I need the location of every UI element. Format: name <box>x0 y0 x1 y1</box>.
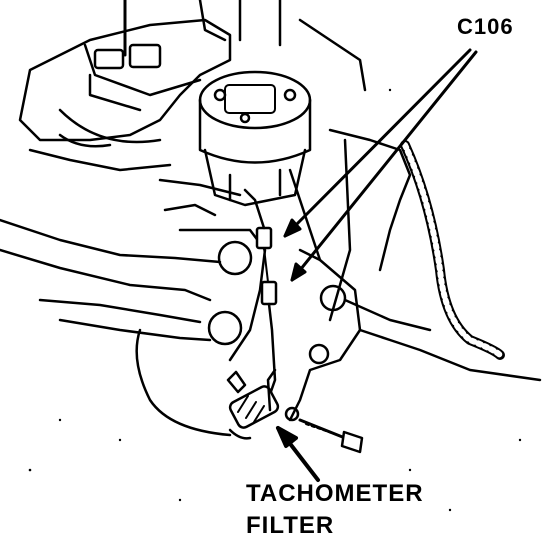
tachometer-leader-arrow <box>276 426 320 482</box>
tachometer-label: TACHOMETER <box>246 480 424 507</box>
tachometer-filter-drawing <box>226 368 364 454</box>
c106-leader-arrows <box>283 48 478 282</box>
c106-label: C106 <box>457 14 514 39</box>
c106-connector-drawing <box>243 168 322 402</box>
frame-rail-drawing <box>0 178 242 437</box>
engine-block-drawing <box>178 128 542 422</box>
filter-label: FILTER <box>246 512 335 539</box>
scan-noise <box>28 88 522 512</box>
distributor-drawing <box>198 70 312 207</box>
wiring-harness-drawing <box>400 140 505 360</box>
intake-manifold-drawing <box>18 0 367 172</box>
